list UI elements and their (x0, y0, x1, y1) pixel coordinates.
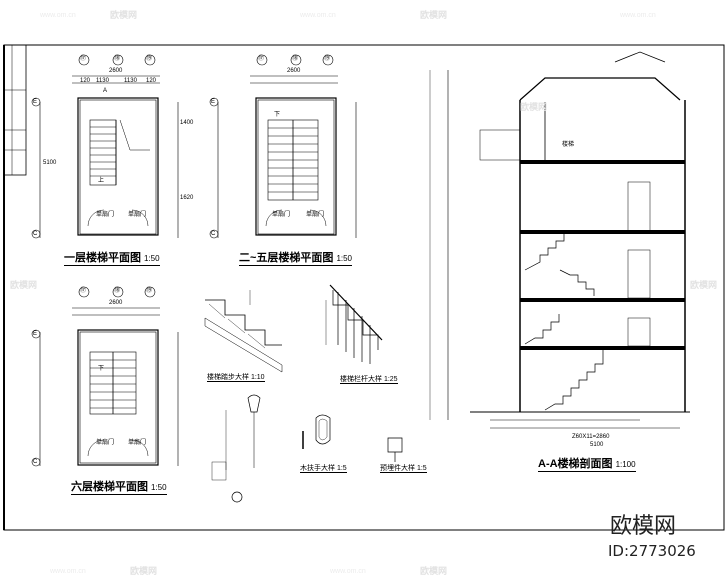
axis-label-right: ⑲ (146, 288, 153, 294)
door-label: 单扇门 (96, 440, 115, 446)
sheet-border (3, 44, 725, 531)
axis-label-right: ⑲ (146, 56, 153, 62)
footer-brand: 欧模网 (610, 514, 677, 539)
dim-overall: 2600 (109, 300, 123, 306)
down-label: 下 (98, 366, 105, 372)
detail-stair-railing (325, 284, 383, 364)
watermark-site: www.om.cn (620, 12, 656, 19)
axis-label-left: ⑰ (80, 288, 87, 294)
dim-sub-a: 120 (80, 78, 91, 84)
watermark-brand: 欧模网 (420, 10, 448, 20)
down-label: 下 (274, 112, 281, 118)
plan-second-fifth-floor (209, 54, 357, 239)
watermark-site: www.om.cn (330, 568, 366, 575)
axis-label-mid: ⑱ (114, 56, 121, 62)
watermark-brand: 欧模网 (690, 280, 718, 290)
door-label: 单扇门 (306, 212, 325, 218)
plan-sixth-floor (31, 286, 179, 467)
axis-label-top: E (211, 99, 216, 105)
dim-side-mid: 5100 (43, 160, 57, 166)
section-a-a (429, 51, 690, 429)
door-label: 单扇门 (128, 212, 147, 218)
dim-sub-c: 120 (146, 78, 157, 84)
axis-label-top: E (33, 99, 38, 105)
watermark-brand: 欧模网 (420, 566, 448, 576)
axis-label-bottom: C (33, 231, 38, 237)
axis-label-right: ⑲ (324, 56, 331, 62)
axis-label-bottom: C (211, 231, 216, 237)
dim-section-bottom: Z60X11=2860 (572, 434, 610, 440)
axis-label-bottom: C (33, 459, 38, 465)
section-mark: A (103, 88, 108, 94)
footer-id: ID:2773026 (608, 542, 696, 560)
section-room-label: 楼梯 (562, 142, 575, 148)
axis-label-mid: ⑱ (292, 56, 299, 62)
door-label: 单扇门 (128, 440, 147, 446)
watermark-brand: 欧模网 (130, 566, 158, 576)
dim-side-lower: 1620 (180, 195, 194, 201)
watermark-brand: 欧模网 (110, 10, 138, 20)
dim-sub-b: 1130 (124, 78, 137, 84)
watermark-site: www.om.cn (300, 12, 336, 19)
detail-stair-tread (204, 290, 283, 373)
door-label: 单扇门 (272, 212, 291, 218)
watermark-brand: 欧模网 (10, 280, 38, 290)
dim-overall: 2600 (109, 68, 123, 74)
title-embed-detail: 预埋件大样 1:5 (380, 465, 427, 473)
axis-label-top: E (33, 331, 38, 337)
door-label: 单扇门 (96, 212, 115, 218)
dim-sub-b: 1130 (96, 78, 109, 84)
dim-overall: 2600 (287, 68, 301, 74)
axis-label-mid: ⑱ (114, 288, 121, 294)
up-label: 上 (98, 178, 105, 184)
dim-section-width: 5100 (590, 442, 604, 448)
title-stair-railing-detail: 楼梯栏杆大样 1:25 (340, 376, 398, 384)
watermark-site: www.om.cn (50, 568, 86, 575)
title-stair-tread-detail: 楼梯踏步大样 1:10 (207, 374, 265, 382)
watermark-site: www.om.cn (40, 12, 76, 19)
axis-label-left: ⑰ (258, 56, 265, 62)
plan-first-floor (31, 54, 179, 239)
title-handrail-detail: 木扶手大样 1:5 (300, 465, 347, 473)
dim-side-upper: 1400 (180, 120, 194, 126)
detail-handrail-and-embed (211, 394, 403, 503)
watermark-brand: 欧模网 (520, 102, 548, 112)
axis-label-left: ⑰ (80, 56, 87, 62)
